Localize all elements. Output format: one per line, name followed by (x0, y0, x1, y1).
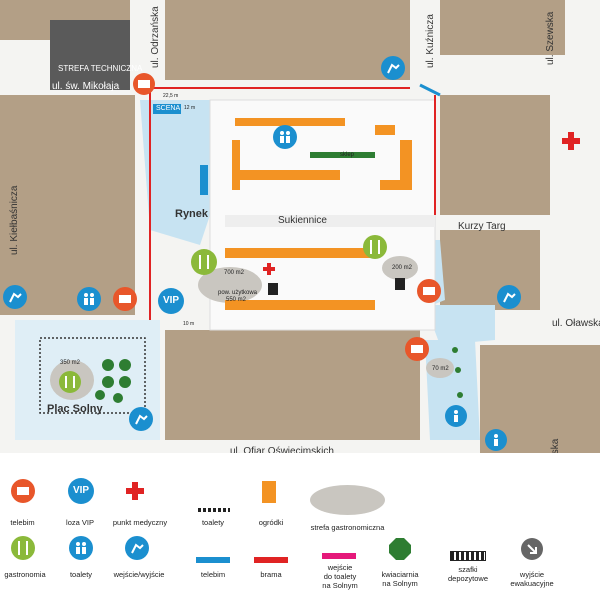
gates (149, 83, 441, 320)
street-kurzy-targ: Kurzy Targ (458, 221, 506, 232)
legend-gardens-label: ogródki (258, 518, 284, 527)
legend-gardens-icon (262, 481, 276, 503)
legend-telebim-bar-label: telebim (200, 570, 226, 579)
gastronomia-icon-east[interactable] (362, 234, 388, 260)
strefa-techniczna-label: STREFA TECHNICZNA (58, 64, 143, 73)
legend-vip-icon: VIP (68, 478, 94, 504)
street-ofiar: ul. Ofiar Oświęcimskich (230, 446, 334, 457)
entrance-icon-top[interactable] (380, 55, 406, 81)
legend-florist-l1: kwiaciarnia (381, 570, 419, 579)
legend-lockers-l1: szafki (458, 565, 478, 574)
legend-toilets-label: toalety (69, 570, 93, 579)
gardens (225, 118, 412, 310)
area-550-label-b: 550 m2 (226, 297, 247, 303)
buildings (0, 0, 600, 453)
legend-toilet-entrance-label: wejście do toalety na Solnym (310, 563, 370, 590)
toilet-icon-south-1[interactable] (444, 404, 468, 428)
legend-lockers-l2: depozytowe (447, 574, 489, 583)
legend-florist-l2: na Solnym (382, 579, 418, 588)
legend-toilet-entrance-l1: wejście (327, 563, 353, 572)
sklep-label: sklep (340, 152, 355, 158)
dim-10-label: 10 m (183, 321, 195, 327)
gastronomia-icon-solny[interactable] (58, 370, 82, 394)
telebim-icon-top[interactable] (132, 72, 156, 96)
area-200-label: 200 m2 (392, 265, 413, 271)
street-szewska-top: ul. Szewska (545, 11, 556, 65)
plac-solny-ring (39, 337, 146, 414)
legend-gastronomia-label: gastronomia (4, 570, 46, 579)
area-350-label: 350 m2 (60, 360, 81, 366)
telebim-icon-southeast[interactable] (404, 336, 430, 362)
legend-telebim-bar-icon (196, 557, 230, 563)
medical-cross-icon-top[interactable] (560, 130, 582, 152)
entrance-icon-solny[interactable] (128, 406, 154, 432)
legend-lockers-icon (450, 551, 486, 561)
toilet-icon-south-2[interactable] (484, 428, 508, 452)
medical-cross-icon-rynek[interactable] (262, 262, 276, 276)
dim-12-label: 12 m (184, 105, 196, 111)
entrance-icon-west[interactable] (2, 284, 28, 310)
legend-vip-label: loza VIP (66, 518, 94, 527)
entrance-icon-east[interactable] (496, 284, 522, 310)
street-kuznicza: ul. Kuźnicza (425, 14, 436, 68)
florist-dots (95, 347, 463, 403)
legend: telebim VIP loza VIP punkt medyczny toal… (0, 453, 600, 593)
legend-toilet-entrance-l2: do toalety (323, 572, 357, 581)
street-kielbasnicza: ul. Kiełbaśnicza (9, 185, 20, 255)
area-700-label: 700 m2 (224, 270, 245, 276)
toilet-icon-west[interactable] (76, 286, 102, 312)
legend-gastronomia-icon (11, 536, 35, 560)
lockers (268, 278, 405, 295)
legend-medical-icon (126, 482, 144, 500)
legend-evac-l2: ewakuacyjne (510, 579, 554, 588)
scena-box (153, 104, 181, 114)
street-odrzanska: ul. Odrzańska (150, 6, 161, 68)
scena-label: SCENA (156, 105, 181, 112)
area-70-label: 70 m2 (432, 366, 449, 372)
dim-22-label: 22,5 m (163, 93, 179, 99)
area-550-label-a: pow. użytkowa (218, 290, 258, 296)
legend-florist-label: kwiaciarnia na Solnym (372, 570, 428, 588)
event-map (0, 0, 600, 453)
legend-toilets-icon (69, 536, 93, 560)
plac-solny-label: Plac Solny (47, 403, 103, 415)
legend-gate-icon (254, 557, 288, 563)
legend-toilet-entrance-icon (322, 553, 356, 559)
legend-telebim-icon (11, 479, 35, 503)
toilet-icon-rynek[interactable] (272, 124, 298, 150)
telebim-icon-east[interactable] (416, 278, 442, 304)
rynek-label: Rynek (175, 208, 209, 220)
legend-florist-icon (389, 538, 411, 560)
legend-evac-l1: wyjście (519, 570, 545, 579)
legend-gastro-zone-label: strefa gastronomiczna (310, 523, 385, 532)
legend-evac-label: wyjście ewakuacyjne (504, 570, 560, 588)
legend-evac-icon (521, 538, 543, 560)
vip-icon[interactable]: VIP (158, 288, 184, 314)
legend-gastro-zone-icon (310, 485, 385, 515)
legend-toilet-entrance-l3: na Solnym (322, 581, 358, 590)
sklep-bar (310, 152, 375, 158)
street-mikolaja: ul. św. Mikołaja (52, 81, 120, 92)
legend-telebim-icon-label: telebim (10, 518, 35, 527)
legend-toilets-dots-icon (198, 508, 230, 512)
legend-lockers-label: szafki depozytowe (440, 565, 496, 583)
legend-entrance-icon (125, 536, 149, 560)
legend-gate-label: brama (260, 570, 282, 579)
gastronomia-icon-rynek[interactable] (190, 248, 218, 276)
legend-entrance-label: wejście/wyjście (113, 570, 165, 579)
legend-toilets-dots-label: toalety (201, 518, 225, 527)
street-sukiennice: Sukiennice (278, 215, 327, 226)
street-olawska: ul. Oławska (552, 318, 600, 329)
telebim-icon-west[interactable] (112, 286, 138, 312)
telebim-bar-rynek (200, 165, 208, 195)
legend-medical-label: punkt medyczny (112, 518, 168, 527)
